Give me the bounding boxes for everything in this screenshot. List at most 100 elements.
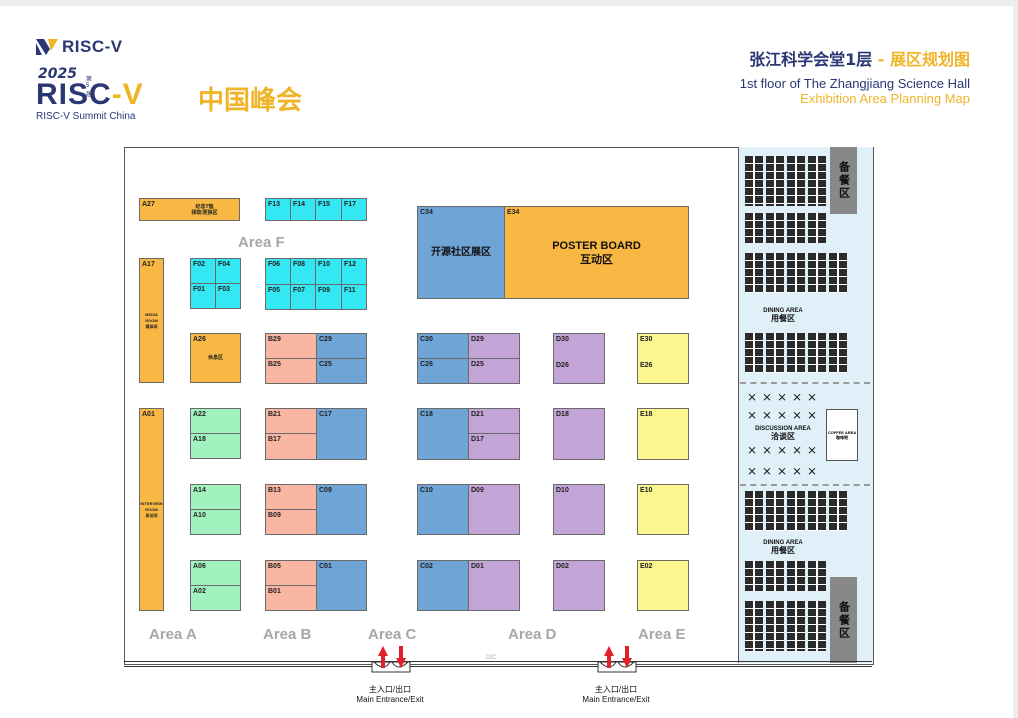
booth-b13[interactable]: B13 (265, 484, 317, 510)
booth-c30[interactable]: C30 (417, 333, 469, 359)
discussion-table-icon: ⨯ (777, 443, 788, 457)
booth-f14[interactable]: F14 (290, 198, 316, 221)
main-entrance-right[interactable]: 主入口/出口 Main Entrance/Exit (566, 684, 666, 704)
booth-d09[interactable]: D09 (468, 484, 520, 535)
booth-label: C09 (319, 487, 332, 494)
booth-b09[interactable]: B09 (265, 509, 317, 535)
booth-b05[interactable]: B05 (265, 560, 317, 586)
booth-f05[interactable]: F05 (265, 284, 291, 310)
booth-d17[interactable]: D17 (468, 433, 520, 460)
booth-f07[interactable]: F07 (290, 284, 316, 310)
booth-a22[interactable]: A22 (190, 408, 241, 434)
booth-a27[interactable]: A27 纪念T恤 领取/更换区 (139, 198, 240, 221)
booth-label: A17 (142, 261, 155, 268)
booth-label: C30 (420, 336, 433, 343)
booth-c17[interactable]: C17 (316, 408, 367, 460)
risc-v-logo-small: RISC-V (36, 37, 123, 56)
dining-table (787, 491, 805, 531)
dining-table (766, 491, 784, 531)
booth-a17[interactable]: A17 MEDIA ROOM 媒体间 (139, 258, 164, 383)
booth-d29[interactable]: D29 (468, 333, 520, 359)
booth-c29[interactable]: C29 (316, 333, 367, 359)
booth-b17[interactable]: B17 (265, 433, 317, 460)
dining-table (745, 561, 763, 591)
booth-d01[interactable]: D01 (468, 560, 520, 611)
booth-a10[interactable]: A10 (190, 509, 241, 535)
booth-f04[interactable]: F04 (215, 258, 241, 284)
booth-d30-d26[interactable]: D30 D26 (553, 333, 605, 384)
booth-b25[interactable]: B25 (265, 358, 317, 384)
booth-c01[interactable]: C01 (316, 560, 367, 611)
booth-label: D30 (556, 336, 569, 343)
map-title-main: 张江科学会堂1层 (749, 50, 873, 69)
dining-table (766, 561, 784, 591)
booth-d18[interactable]: D18 (553, 408, 605, 460)
booth-a18[interactable]: A18 (190, 433, 241, 459)
dining-table (745, 213, 763, 243)
booth-c10[interactable]: C10 (417, 484, 469, 535)
booth-d21[interactable]: D21 (468, 408, 520, 434)
booth-label: E30 (640, 336, 653, 343)
booth-f15[interactable]: F15 (315, 198, 342, 221)
discussion-table-icon: ⨯ (747, 408, 758, 422)
booth-d02[interactable]: D02 (553, 560, 605, 611)
main-entrance-left[interactable]: 主入口/出口 Main Entrance/Exit (340, 684, 440, 704)
booth-e30-e26[interactable]: E30 E26 (637, 333, 689, 384)
booth-label: F08 (293, 261, 306, 268)
booth-c18[interactable]: C18 (417, 408, 469, 460)
poster-board-en: POSTER BOARD (552, 239, 641, 252)
dining-table (808, 601, 826, 651)
booth-a26[interactable]: A26 休息区 (190, 333, 241, 383)
booth-label: F13 (268, 201, 281, 208)
dining-table (766, 601, 784, 651)
booth-c25[interactable]: C25 (316, 358, 367, 384)
booth-c34[interactable]: C34 开源社区展区 (417, 206, 505, 299)
booth-d25[interactable]: D25 (468, 358, 520, 384)
booth-label: E18 (640, 411, 653, 418)
booth-b29[interactable]: B29 (265, 333, 317, 359)
booth-f03[interactable]: F03 (215, 283, 241, 309)
booth-e10[interactable]: E10 (637, 484, 689, 535)
booth-b21[interactable]: B21 (265, 408, 317, 434)
booth-e18[interactable]: E18 (637, 408, 689, 460)
booth-d10[interactable]: D10 (553, 484, 605, 535)
booth-c26[interactable]: C26 (417, 358, 469, 384)
booth-a01[interactable]: A01 INTERVIEW ROOM 采访间 (139, 408, 164, 611)
booth-f12[interactable]: F12 (341, 258, 367, 285)
booth-a14[interactable]: A14 (190, 484, 241, 510)
booth-f06[interactable]: F06 (265, 258, 291, 285)
discussion-table-icon: ⨯ (792, 390, 803, 404)
booth-label: D01 (471, 563, 484, 570)
booth-f09[interactable]: F09 (315, 284, 342, 310)
discussion-table-icon: ⨯ (762, 464, 773, 478)
booth-f17[interactable]: F17 (341, 198, 367, 221)
booth-f13[interactable]: F13 (265, 198, 291, 221)
dining-table (787, 253, 805, 293)
booth-label: C34 (420, 209, 433, 216)
booth-label: B09 (268, 512, 281, 519)
discussion-table-icon: ⨯ (807, 443, 818, 457)
booth-e02[interactable]: E02 (637, 560, 689, 611)
booth-f01[interactable]: F01 (190, 283, 216, 309)
booth-e34[interactable]: E34 POSTER BOARD 互动区 (504, 206, 689, 299)
booth-b01[interactable]: B01 (265, 585, 317, 611)
coffee-area[interactable]: COFFEE AREA 咖啡吧 (826, 409, 858, 461)
booth-f11[interactable]: F11 (341, 284, 367, 310)
discussion-label-cn: 洽谈区 (771, 432, 795, 441)
dining-table (808, 253, 826, 293)
risc-v-mark-icon (36, 39, 58, 55)
booth-label: E10 (640, 487, 653, 494)
booth-c02[interactable]: C02 (417, 560, 469, 611)
booth-label: F03 (218, 286, 231, 293)
booth-c09[interactable]: C09 (316, 484, 367, 535)
booth-description: 休息区 (207, 355, 223, 361)
booth-label: D29 (471, 336, 484, 343)
dining-table (766, 333, 784, 373)
booth-a02[interactable]: A02 (190, 585, 241, 611)
booth-f08[interactable]: F08 (290, 258, 316, 285)
dining-table (766, 253, 784, 293)
booth-label: F04 (218, 261, 231, 268)
booth-a06[interactable]: A06 (190, 560, 241, 586)
booth-f10[interactable]: F10 (315, 258, 342, 285)
booth-f02[interactable]: F02 (190, 258, 216, 284)
